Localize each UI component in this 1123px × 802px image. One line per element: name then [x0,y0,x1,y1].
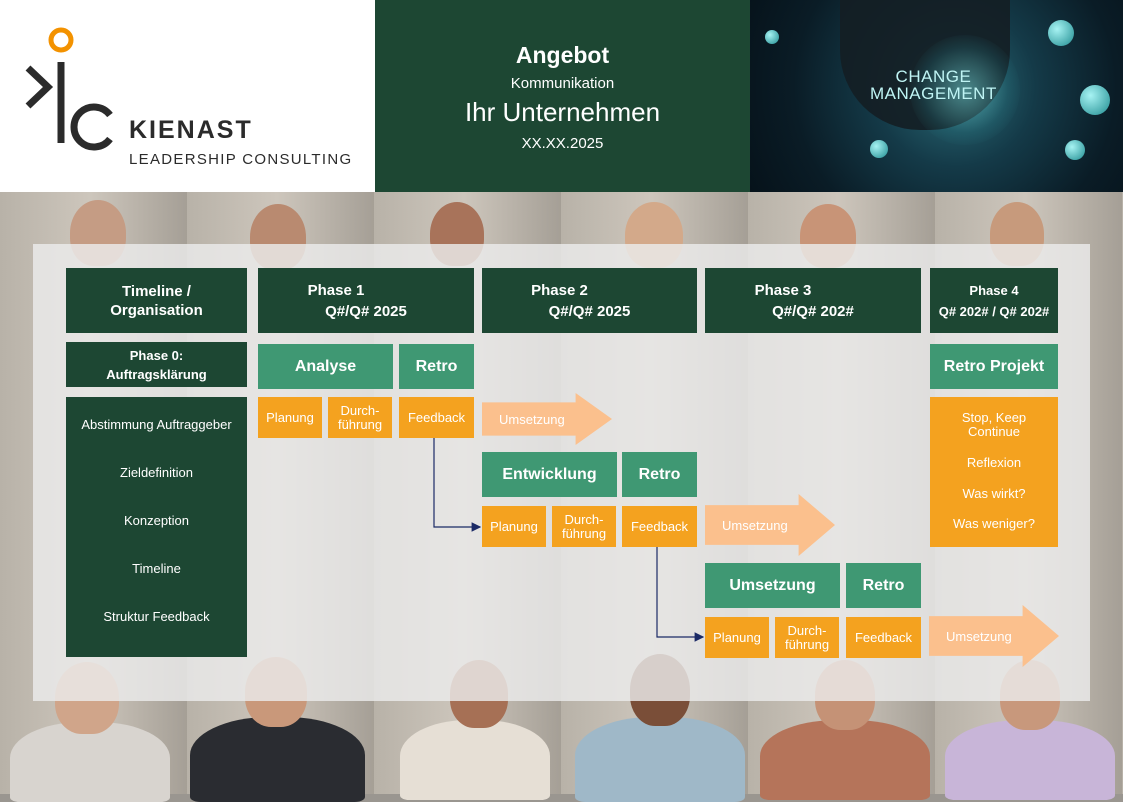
header-timeline: Timeline / Organisation [66,268,247,333]
header-phase-2: Phase 2 Q#/Q# 2025 [482,268,697,333]
list-item: Konzeption [123,513,190,528]
bubble-icon [1065,140,1085,160]
header-phase-4: Phase 4 Q# 202# / Q# 202# [930,268,1058,333]
row3-durchfuehrung: Durch-führung [775,617,839,658]
hero-text: CHANGE MANAGEMENT [870,67,997,103]
phase-0-title: Phase 0: Auftragsklärung [66,342,247,387]
row1-durchfuehrung: Durch-führung [328,397,392,438]
bubble-icon [1048,20,1074,46]
bubble-icon [1080,85,1110,115]
list-item: Was wirkt? [962,485,1026,501]
page-title: Angebot [515,42,610,68]
logo-brand: KIENAST [129,116,253,144]
list-item: Struktur Feedback [103,609,210,624]
list-item: Stop, Keep Continue [961,410,1027,439]
list-item: Timeline [132,561,181,576]
row3-planung: Planung [705,617,769,658]
row2-retro: Retro [622,452,697,497]
row1-retro: Retro [399,344,474,389]
company-name: Ihr Unternehmen [464,97,661,127]
offer-date: XX.XX.2025 [521,135,604,152]
connector-feedback-to-planung-2 [433,438,482,532]
row2-entwicklung: Entwicklung [482,452,617,497]
row2-feedback: Feedback [622,506,697,547]
connector-feedback-to-planung-3 [656,547,705,642]
logo-tagline: LEADERSHIP CONSULTING [129,151,353,168]
phase-0-items: Abstimmung Auftraggeber Zieldefinition K… [66,397,247,657]
bubble-icon [765,30,779,44]
retro-projekt-items: Stop, Keep Continue Reflexion Was wirkt?… [930,397,1058,547]
kienast-logo-mark [25,27,113,151]
header-phase-1: Phase 1 Q#/Q# 2025 [258,268,474,333]
logo-panel: KIENAST LEADERSHIP CONSULTING [0,0,375,192]
header-phase-3: Phase 3 Q#/Q# 202# [705,268,921,333]
bubble-icon [870,140,888,158]
list-item: Abstimmung Auftraggeber [81,417,232,432]
list-item: Zieldefinition [120,465,193,480]
page-subtitle: Kommunikation [510,75,615,92]
title-panel: Angebot Kommunikation Ihr Unternehmen XX… [375,0,750,192]
row1-feedback: Feedback [399,397,474,438]
list-item: Was weniger? [953,515,1035,531]
row1-analyse: Analyse [258,344,393,389]
row1-planung: Planung [258,397,322,438]
row3-retro: Retro [846,563,921,608]
row2-durchfuehrung: Durch-führung [552,506,616,547]
retro-projekt-title: Retro Projekt [930,344,1058,389]
row3-feedback: Feedback [846,617,921,658]
list-item: Reflexion [966,455,1022,471]
row3-umsetzung: Umsetzung [705,563,840,608]
hero-image-change-management: CHANGE MANAGEMENT [750,0,1123,192]
row2-planung: Planung [482,506,546,547]
